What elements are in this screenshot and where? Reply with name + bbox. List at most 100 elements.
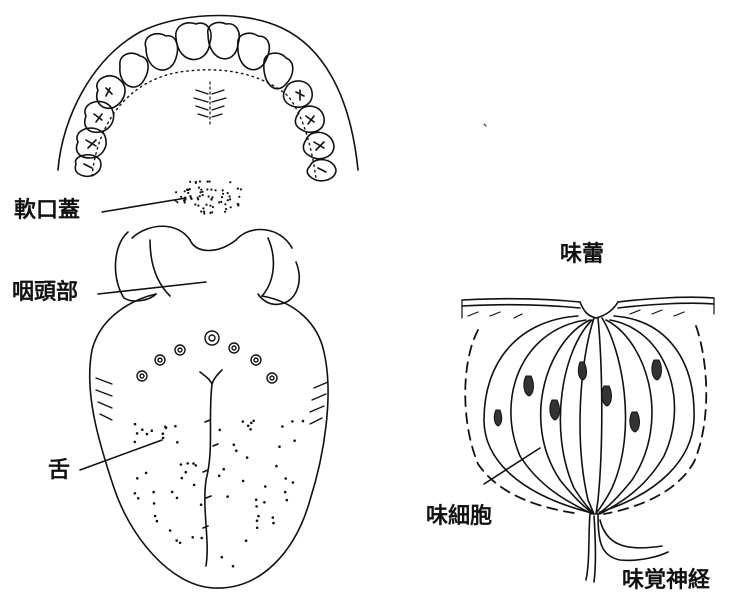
stipple-dot (206, 188, 208, 190)
leader-soft-palate (102, 198, 186, 212)
stipple-dot (200, 503, 203, 506)
stipple-dot (181, 477, 184, 480)
stipple-dot (199, 180, 201, 182)
stipple-dot (212, 206, 214, 208)
stipple-dot (200, 189, 202, 191)
stipple-dot (291, 420, 294, 423)
stipple-dot (191, 536, 194, 539)
pharynx-drawing (115, 226, 299, 304)
stipple-dot (222, 189, 224, 191)
stipple-dot (176, 201, 178, 203)
stipple-dot (190, 197, 192, 199)
stipple-dot (187, 192, 189, 194)
stipple-dot (136, 432, 139, 435)
stipple-dot (199, 191, 201, 193)
stipple-dot (224, 203, 226, 205)
upper-jaw-drawing (58, 16, 358, 181)
stipple-dot (209, 205, 211, 207)
stipple-dot (171, 491, 174, 494)
stipple-dot (222, 468, 225, 471)
stipple-dot (186, 462, 189, 465)
stipple-dot (180, 196, 182, 198)
stipple-dot (210, 189, 212, 191)
stipple-dot (224, 211, 226, 213)
stipple-dot (221, 196, 223, 198)
stipple-dot (137, 497, 140, 500)
stipple-dot (184, 190, 186, 192)
stipple-dot (292, 481, 295, 484)
stipple-dot (176, 441, 179, 444)
stipple-dot (218, 201, 220, 203)
label-taste-nerve: 味覚神経 (622, 570, 710, 592)
stipple-dot (256, 519, 259, 522)
stipple-dot (218, 475, 221, 478)
stipple-dot (229, 181, 231, 183)
tongue-drawing (90, 294, 328, 588)
stipple-dot (284, 491, 287, 494)
stipple-dot (134, 423, 137, 426)
stipple-dot (211, 196, 213, 198)
stipple-dot (225, 208, 227, 210)
stipple-dot (179, 542, 182, 545)
stipple-dot (281, 425, 284, 428)
stipple-dot (193, 484, 196, 487)
stipple-dot (233, 443, 236, 446)
stipple-dot (185, 471, 188, 474)
stipple-dot (199, 195, 201, 197)
stipple-dot (134, 441, 137, 444)
stipple-dot (200, 210, 202, 212)
stipple-dot (180, 463, 183, 466)
taste-bud-drawing (462, 297, 714, 582)
stipple-dot (219, 429, 222, 432)
stipple-dot (189, 188, 191, 190)
stipple-dot (226, 495, 229, 498)
stipple-dot (198, 187, 200, 189)
stipple-dot (284, 477, 287, 480)
stipple-dot (278, 445, 281, 448)
stipple-dot (141, 428, 144, 431)
stipple-dot (272, 522, 275, 525)
stipple-dot (255, 505, 258, 508)
stipple-dot (156, 520, 159, 523)
stipple-dot (245, 539, 248, 542)
stipple-dot (227, 199, 229, 201)
stipple-dot (230, 206, 232, 208)
stipple-dot (242, 420, 245, 423)
stipple-dot (146, 433, 149, 436)
label-pharynx: 咽頭部 (12, 282, 78, 304)
stipple-dot (197, 205, 199, 207)
stipple-dot (194, 203, 196, 205)
stipple-dot (237, 204, 239, 206)
label-taste-cell: 味細胞 (426, 506, 492, 528)
stipple-dot (222, 193, 224, 195)
stipple-dot (255, 498, 258, 501)
stipple-dot (252, 420, 255, 423)
stipple-dot (202, 207, 204, 209)
stipple-dot (229, 198, 231, 200)
stipple-dot (238, 196, 240, 198)
palatal-rugae (194, 82, 226, 124)
stipple-dot (189, 181, 191, 183)
stipple-dot (200, 537, 203, 540)
stipple-dot (136, 477, 139, 480)
stipple-dot (227, 192, 229, 194)
stipple-dot (246, 456, 249, 459)
stipple-dot (237, 188, 239, 190)
label-soft-palate: 軟口蓋 (14, 200, 80, 222)
stipple-dot (302, 420, 305, 423)
stipple-dot (192, 462, 195, 465)
stipple-dot (202, 194, 204, 196)
stipple-dot (203, 211, 205, 213)
stipple-dot (208, 195, 210, 197)
stipple-dot (153, 502, 156, 505)
stray-mark (484, 124, 486, 126)
stipple-dot (169, 529, 172, 532)
stipple-dot (272, 516, 275, 519)
stipple-dot (151, 429, 154, 432)
stipple-dot (205, 204, 207, 206)
stipple-dot (206, 181, 208, 183)
stipple-dot (263, 501, 266, 504)
stipple-dot (203, 212, 205, 214)
stipple-dot (240, 188, 242, 190)
